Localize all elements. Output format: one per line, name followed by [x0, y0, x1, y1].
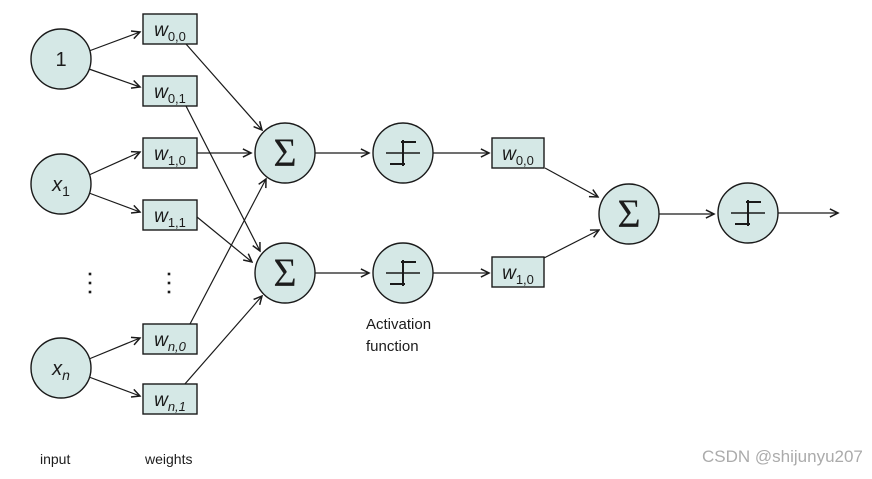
sum-node-hidden-1-shape — [254, 242, 316, 304]
sum-node-output-shape — [598, 183, 660, 245]
edge-weight-box-w11-to-sum-node-hidden-1 — [196, 216, 252, 262]
input-column-ellipsis — [88, 272, 92, 294]
weight-box-wn1-label: wn,1 — [154, 390, 186, 414]
weight-box-w11: w1,1 — [142, 199, 198, 231]
weight2-box-w10: w1,0 — [491, 256, 545, 288]
weight-box-w00: w0,0 — [142, 13, 198, 45]
input-node-xn: xn — [30, 337, 92, 399]
weight-box-w01: w0,1 — [142, 75, 198, 107]
activation-node-output — [717, 182, 779, 244]
weight-box-w10-label: w1,0 — [154, 144, 186, 168]
edges-layer — [88, 32, 838, 396]
edge-weight-box-w00-to-sum-node-hidden-0 — [185, 43, 262, 130]
edge-weight-box-w01-to-sum-node-hidden-1 — [185, 105, 260, 251]
weight-box-w11-shape — [142, 199, 198, 231]
edge-input-node-1-to-weight-box-w01 — [88, 68, 140, 87]
edge-input-node-xn-to-weight-box-wn0 — [88, 338, 140, 360]
activation-function-label: Activation function — [366, 314, 431, 358]
weight2-box-w10-label: w1,0 — [502, 263, 534, 287]
weights-column-ellipsis — [167, 272, 171, 294]
input-node-1-label: 1 — [55, 49, 66, 71]
weight2-box-w00-label: w0,0 — [502, 144, 534, 168]
activation-node-hidden-1 — [372, 242, 434, 304]
weight2-box-w10-shape — [491, 256, 545, 288]
edge-weight2-box-w00-to-sum-node-output — [544, 167, 598, 197]
sigma-label: Σ — [273, 250, 296, 295]
input-node-1: 1 — [30, 28, 92, 90]
step-function-icon — [386, 140, 420, 166]
sum-node-hidden-1: Σ — [254, 242, 316, 304]
weight-box-w01-shape — [142, 75, 198, 107]
weight-box-w10: w1,0 — [142, 137, 198, 169]
weight-box-wn0: wn,0 — [142, 323, 198, 355]
weight-box-w01-label: w0,1 — [154, 82, 186, 106]
ellipsis-layer — [88, 272, 171, 294]
input-node-x1-label: x1 — [51, 174, 70, 199]
edge-weight-box-wn1-to-sum-node-hidden-1 — [183, 296, 262, 386]
activation-function-label-line1: Activation — [366, 316, 432, 333]
weight2-box-w00: w0,0 — [491, 137, 545, 169]
step-function-icon — [386, 260, 420, 286]
weight2-box-w00-shape — [491, 137, 545, 169]
input-caption: input — [40, 451, 71, 467]
edge-input-node-xn-to-weight-box-wn1 — [88, 376, 140, 396]
sum-node-output: Σ — [598, 183, 660, 245]
activation-function-label-line2: function — [366, 338, 419, 355]
edge-input-node-x1-to-weight-box-w10 — [88, 152, 140, 176]
activation-node-hidden-0 — [372, 122, 434, 184]
sum-node-hidden-0: Σ — [254, 122, 316, 184]
input-node-x1-shape — [30, 153, 92, 215]
sum-node-hidden-0-shape — [254, 122, 316, 184]
edge-input-node-x1-to-weight-box-w11 — [88, 192, 140, 212]
weight-box-w00-shape — [142, 13, 198, 45]
sigma-label: Σ — [617, 191, 640, 236]
step-function-icon — [731, 200, 765, 226]
weight-box-w10-shape — [142, 137, 198, 169]
input-node-x1: x1 — [30, 153, 92, 215]
watermark: CSDN @shijunyu207 — [702, 447, 863, 466]
input-node-1-shape — [30, 28, 92, 90]
edge-input-node-1-to-weight-box-w00 — [88, 32, 140, 52]
sigma-label: Σ — [273, 130, 296, 175]
weight-box-wn0-label: wn,0 — [154, 330, 187, 354]
weight-box-wn1: wn,1 — [142, 383, 198, 415]
weight-box-wn0-shape — [142, 323, 198, 355]
weight-box-wn1-shape — [142, 383, 198, 415]
input-node-xn-shape — [30, 337, 92, 399]
weights-caption: weights — [145, 451, 193, 467]
edge-weight-box-wn0-to-sum-node-hidden-0 — [189, 179, 266, 325]
weight-box-w00-label: w0,0 — [154, 20, 186, 44]
edge-weight2-box-w10-to-sum-node-output — [543, 230, 599, 259]
input-node-xn-label: xn — [51, 358, 70, 383]
weight-box-w11-label: w1,1 — [154, 206, 186, 230]
